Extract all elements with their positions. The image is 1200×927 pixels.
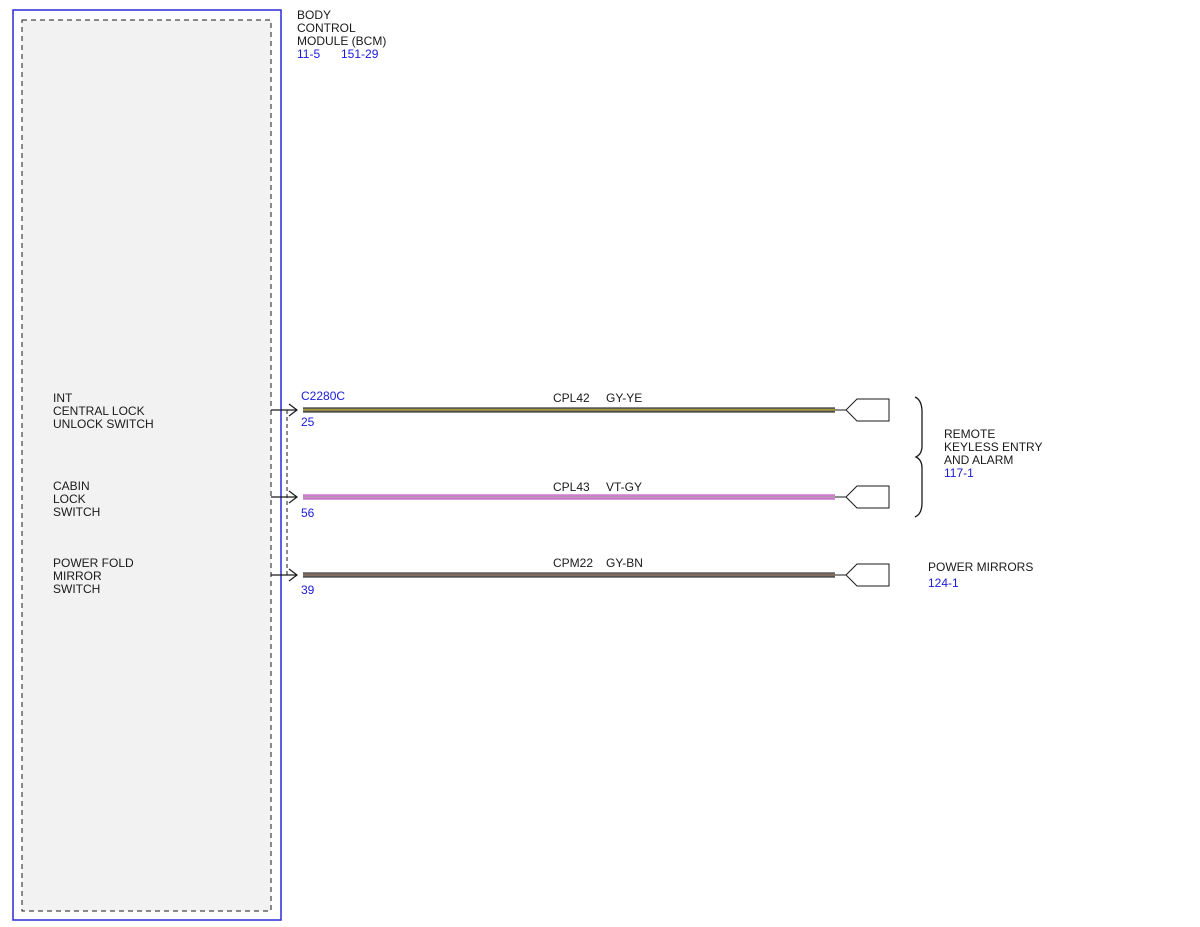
pin-number: 39 <box>301 583 315 597</box>
destination-ref-link[interactable]: 124-1 <box>928 576 959 590</box>
destination-ref-link[interactable]: 117-1 <box>944 466 974 480</box>
module-ref-link[interactable]: 11-5 <box>297 47 320 61</box>
circuit-id: CPL42 <box>553 391 590 405</box>
pin-arrow <box>271 403 298 417</box>
wire-cpl43[interactable] <box>303 494 835 500</box>
input-label: POWER FOLD MIRROR SWITCH <box>53 556 137 596</box>
module-title: BODY CONTROL MODULE (BCM) <box>297 8 386 48</box>
grouping-brace <box>914 396 923 518</box>
input-label: INT CENTRAL LOCK UNLOCK SWITCH <box>53 391 154 431</box>
module-title-line: BODY <box>297 8 331 22</box>
wire-cpl42[interactable] <box>303 407 835 413</box>
pin-arrow <box>271 568 298 582</box>
module-title-line: CONTROL <box>297 21 356 35</box>
wire-color-code: VT-GY <box>606 480 642 494</box>
module-ref-link[interactable]: 151-29 <box>341 47 379 61</box>
connector-name[interactable]: C2280C <box>301 389 345 403</box>
wire-color-code: GY-YE <box>606 391 642 405</box>
pin-number: 25 <box>301 415 315 429</box>
circuit-id: CPM22 <box>553 556 593 570</box>
pin-number: 56 <box>301 506 315 520</box>
bcm-module-inner <box>21 19 272 912</box>
module-title-line: MODULE (BCM) <box>297 34 386 48</box>
input-label: CABIN LOCK SWITCH <box>53 479 100 519</box>
connector-terminal[interactable] <box>835 485 890 509</box>
connector-terminal[interactable] <box>835 563 890 587</box>
wire-color-code: GY-BN <box>606 556 643 570</box>
connector-terminal[interactable] <box>835 398 890 422</box>
wire-cpm22[interactable] <box>303 572 835 578</box>
destination-label: POWER MIRRORS <box>928 560 1033 574</box>
pin-arrow <box>271 490 298 504</box>
circuit-id: CPL43 <box>553 480 590 494</box>
destination-label: REMOTE KEYLESS ENTRY AND ALARM <box>944 427 1046 467</box>
